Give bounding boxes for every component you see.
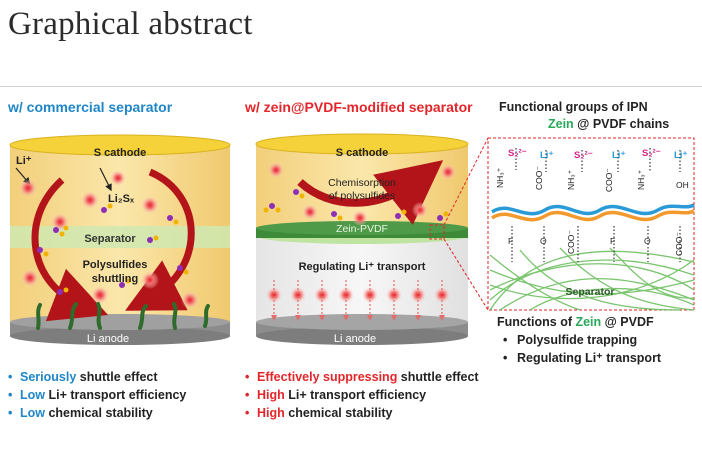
- coo-group-label: COO⁻: [534, 166, 544, 190]
- li-ion-dot: [352, 210, 368, 226]
- left-separator-label: Separator: [84, 233, 136, 245]
- li-ion-dot: [91, 286, 109, 304]
- li-ion-dot: [141, 196, 159, 214]
- left-anode-label: Li anode: [87, 333, 129, 345]
- coo-group-label: COO⁻: [604, 168, 614, 192]
- nh3-group-label: NH₃⁺: [495, 167, 505, 188]
- middle-cathode-label: S cathode: [336, 147, 389, 159]
- functional-groups-subtitle: Zein @ PVDF chains: [548, 117, 670, 131]
- polysulfide-clusters: [263, 189, 449, 221]
- function-item: •Regulating Li⁺ transport: [503, 351, 662, 365]
- zoom-callout: [429, 137, 695, 311]
- left-li2s-label: Li₂Sₓ: [108, 193, 135, 205]
- left-panel-title: w/ commercial separator: [8, 99, 173, 115]
- li-ion-dot: [412, 202, 428, 218]
- polysulfide-clusters: [37, 203, 189, 295]
- detail-separator-label: Separator: [565, 286, 614, 298]
- left-bullet: •Low chemical stability: [8, 406, 153, 420]
- divider: [0, 86, 702, 87]
- middle-bullet: •Effectively suppressing shuttle effect: [245, 370, 479, 384]
- page-title: Graphical abstract: [8, 6, 253, 42]
- oxygen-label: O: [540, 236, 547, 246]
- li-ion-dot: [181, 291, 199, 309]
- fluorine-label: F: [610, 236, 615, 246]
- li-ion-label: Li⁺: [540, 150, 553, 161]
- shuttle-arrow-left: [31, 177, 109, 322]
- lithium-dendrites: [36, 302, 210, 330]
- nh3-group-label: NH₃⁺: [636, 169, 646, 190]
- middle-bullet: •High chemical stability: [245, 406, 393, 420]
- zein-pvdf-label: Zein-PVDF: [336, 223, 388, 235]
- li-ion-label: Li⁺: [612, 150, 625, 161]
- li-ion-dot: [440, 164, 456, 180]
- chemisorption-label-1: Chemisorption: [328, 177, 396, 189]
- middle-cell: S cathode Chemisorption of polysulfides …: [255, 133, 469, 345]
- middle-anode-label: Li anode: [334, 333, 376, 345]
- left-li-ion-label: Li⁺: [16, 155, 32, 167]
- bond-lines: [511, 148, 681, 262]
- sulfide-ion-label: S₂²⁻: [508, 148, 527, 159]
- middle-bullet: •High Li+ transport efficiency: [245, 388, 427, 402]
- coo-group-label: COO⁻: [566, 230, 576, 254]
- nh3-group-label: NH₃⁺: [566, 169, 576, 190]
- left-shuttle-label-1: Polysulfides: [83, 259, 148, 271]
- left-cathode-label: S cathode: [94, 147, 147, 159]
- sulfide-ion-label: S₂²⁻: [642, 148, 661, 159]
- li-ion-dot: [268, 162, 284, 178]
- regulating-transport-label: Regulating Li⁺ transport: [299, 261, 426, 273]
- li-ion-label: Li⁺: [674, 150, 687, 161]
- shuttle-arrow-right: [125, 168, 195, 311]
- chemisorption-arrow: [297, 160, 444, 225]
- zein-chain: [491, 209, 695, 222]
- functional-groups-detail: S₂²⁻ Li⁺ S₂²⁻ Li⁺ S₂²⁻ Li⁺ NH₃⁺ COO⁻ NH₃…: [489, 148, 695, 311]
- li-ion-dot: [19, 179, 37, 197]
- left-bullet: •Low Li+ transport efficiency: [8, 388, 187, 402]
- li-ion-dot: [21, 269, 39, 287]
- sulfide-ion-label: S₂²⁻: [574, 150, 593, 161]
- coo-group-label: COO⁻: [674, 232, 684, 256]
- li-ion-dot: [110, 170, 126, 186]
- left-shuttle-label-2: shuttling: [92, 273, 138, 285]
- oxygen-label: O: [644, 236, 651, 246]
- li-ion-dot: [81, 191, 99, 209]
- chemisorption-label-2: of polysulfides: [329, 190, 396, 202]
- li-ion-dot: [141, 271, 159, 289]
- fluorine-label: F: [508, 236, 513, 246]
- function-item: •Polysulfide trapping: [503, 333, 638, 347]
- functional-groups-title: Functional groups of IPN: [499, 100, 648, 114]
- li-transport-ions: [266, 287, 450, 303]
- oh-group-label: OH: [676, 180, 689, 190]
- middle-panel-title: w/ zein@PVDF-modified separator: [245, 99, 473, 115]
- left-bullet: •Seriously shuttle effect: [8, 370, 158, 384]
- li-ion-dot: [302, 204, 318, 220]
- separator-fibers: [489, 247, 695, 311]
- functions-title: Functions of Zein @ PVDF: [497, 315, 654, 329]
- left-cell: S cathode Li⁺ Li₂Sₓ Separator Polysulfid…: [9, 134, 231, 345]
- pvdf-chain: [491, 203, 695, 216]
